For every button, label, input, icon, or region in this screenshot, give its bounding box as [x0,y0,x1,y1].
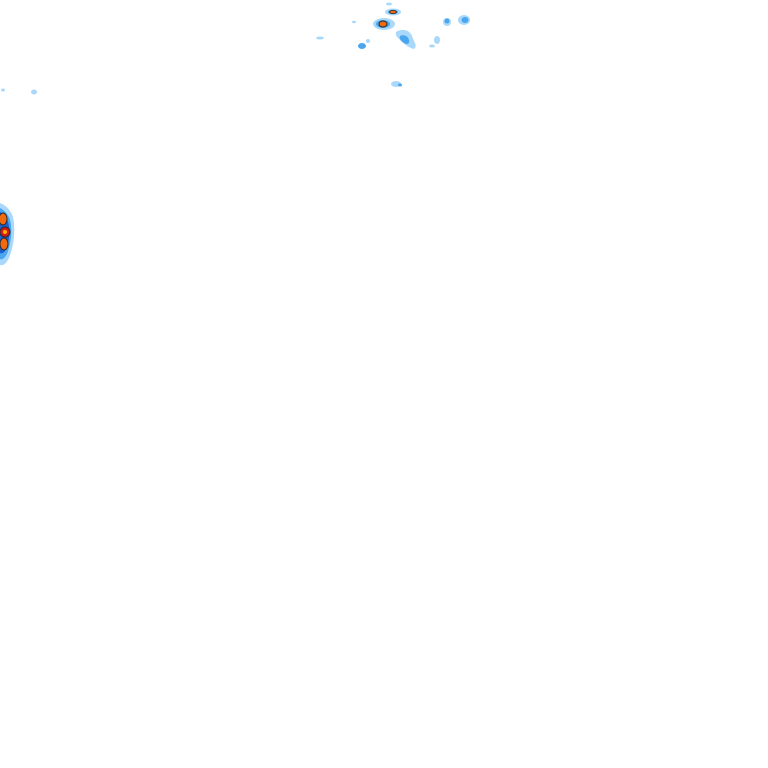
precip-cell-north-east-showers [395,15,470,49]
precip-cell-north-main [373,18,395,30]
precip-cell-far-west-specks [1,88,37,95]
precip-cell-north-scattered [316,2,402,87]
precip-cell-west-edge [0,203,15,266]
precip-cell-north-secondary [385,8,401,16]
